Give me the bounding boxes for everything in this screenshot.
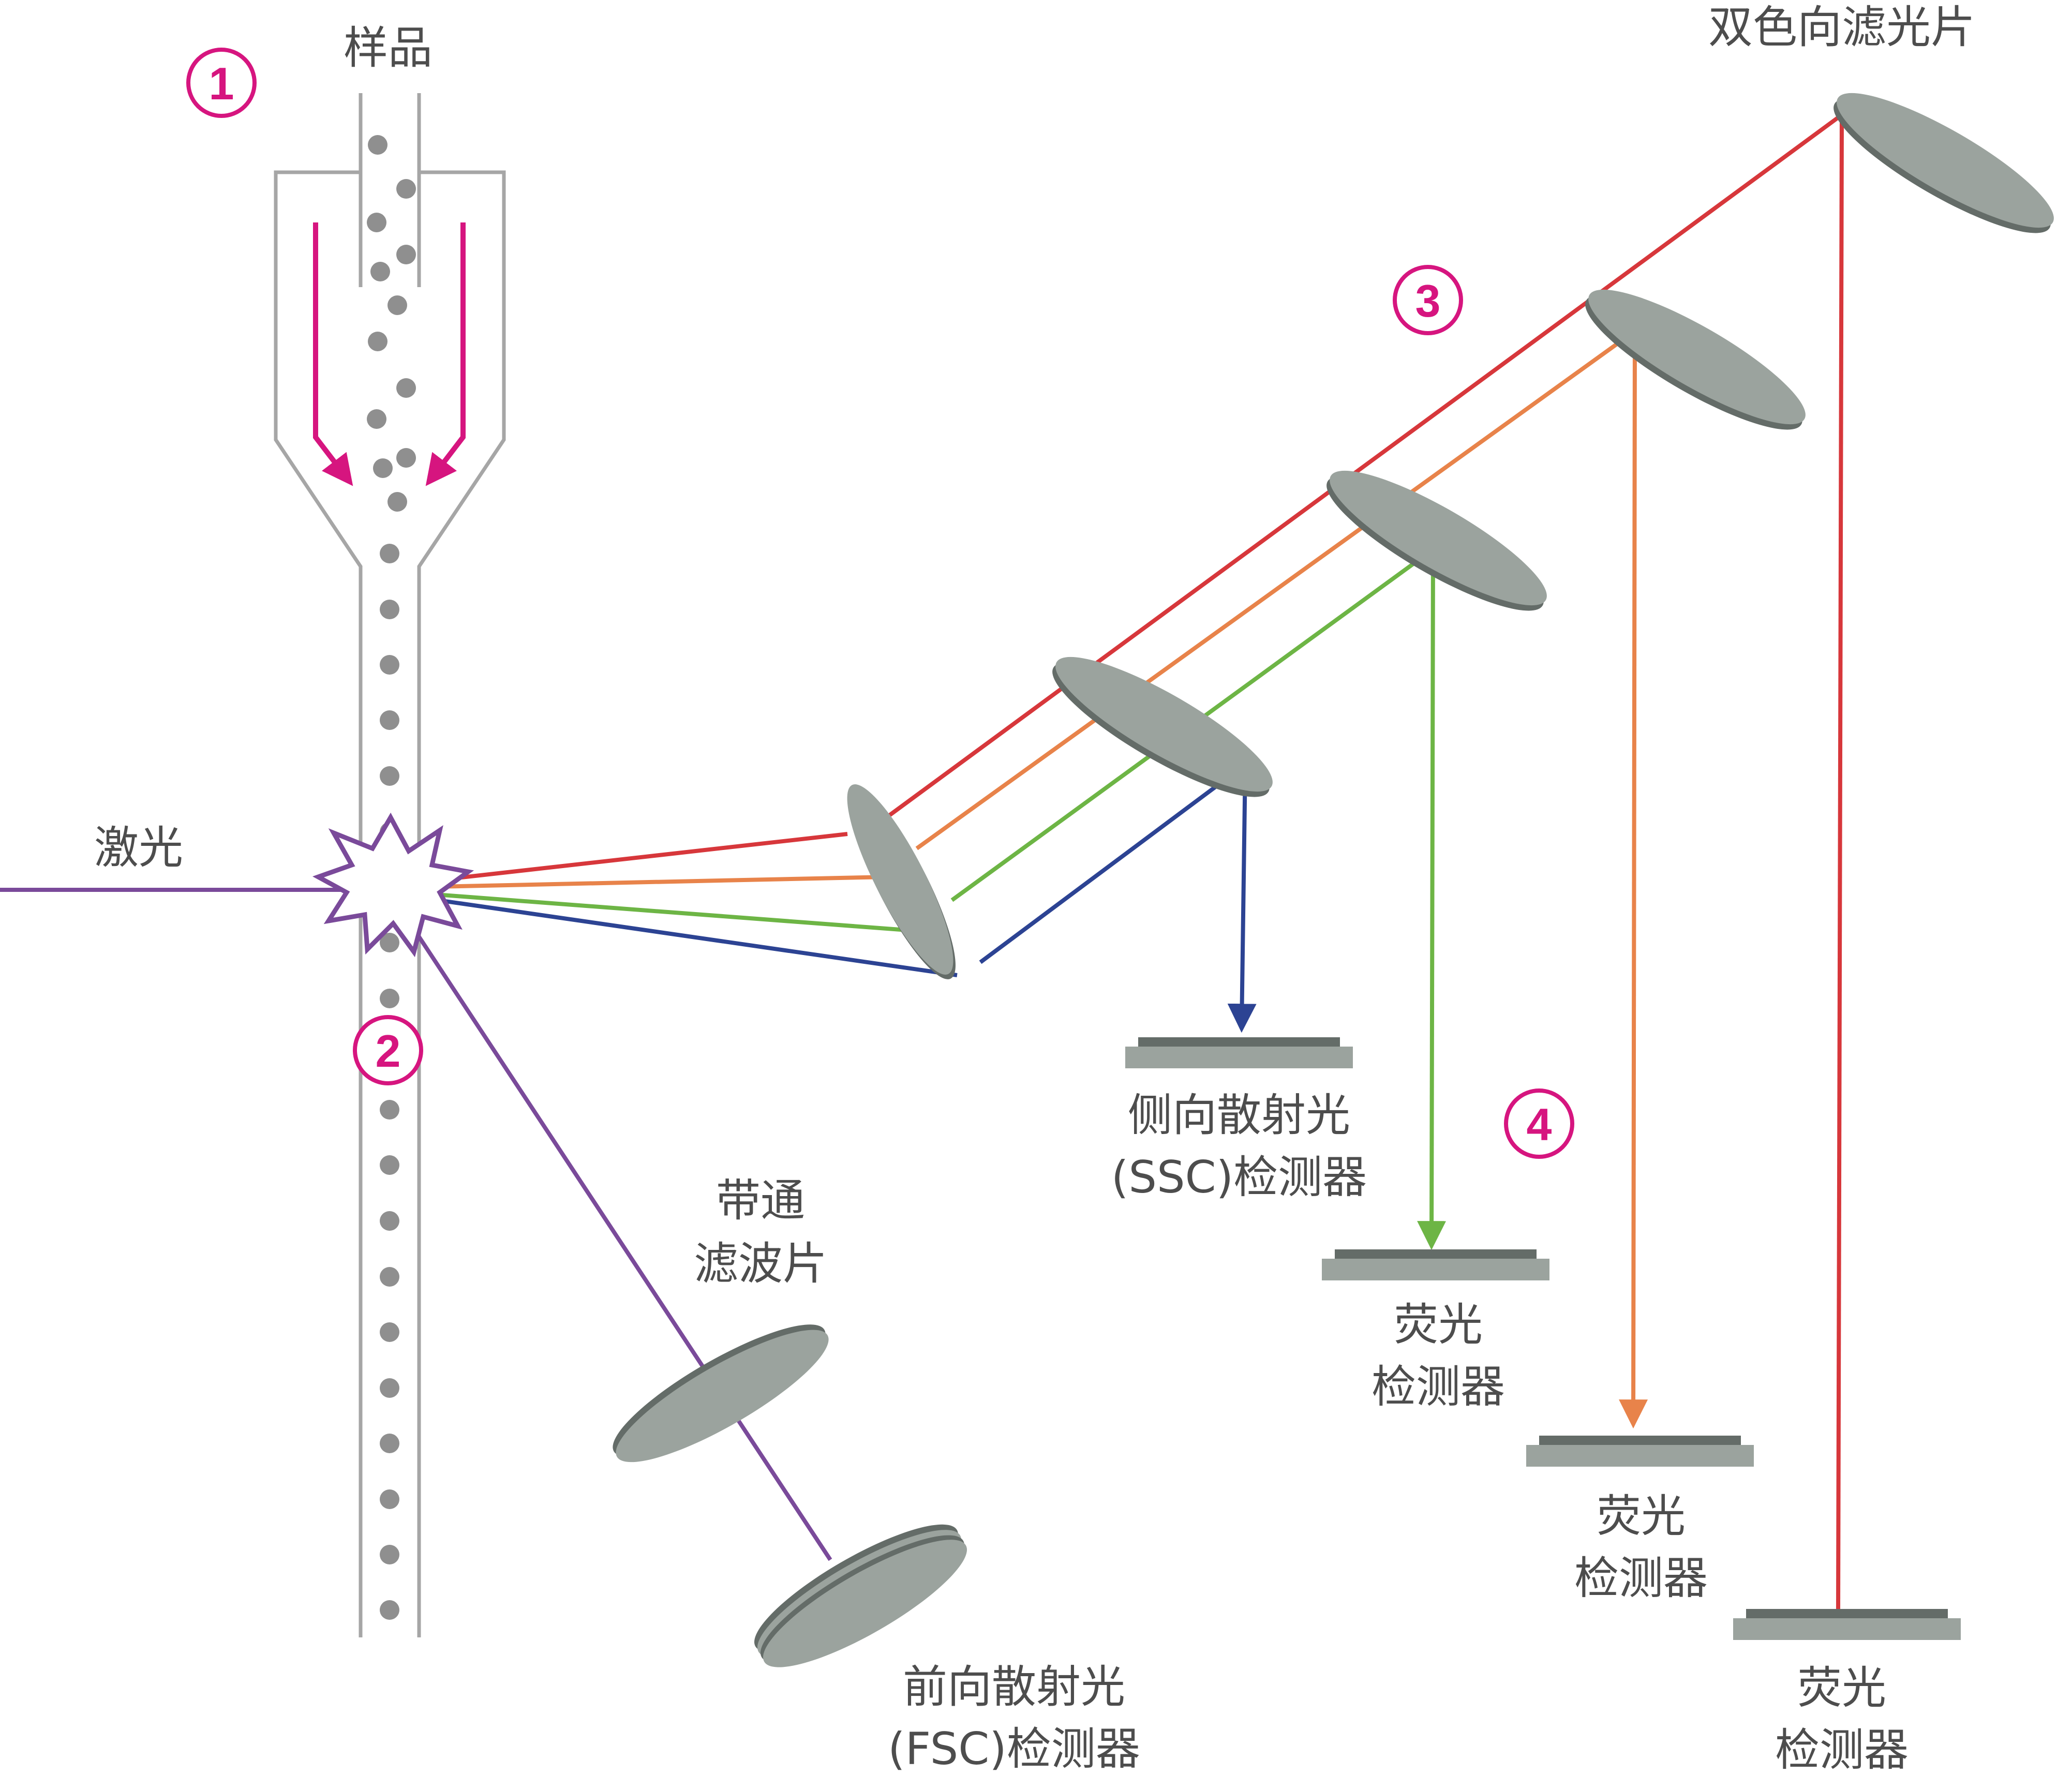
fluor-detector-3-label-line2: 检测器 (1775, 1724, 1909, 1775)
particle (380, 1155, 399, 1175)
particle (380, 1489, 399, 1509)
sheath-arrow-right (425, 222, 466, 486)
particle (380, 1267, 399, 1287)
particle (380, 1434, 399, 1453)
laser-label: 激光 (94, 822, 183, 874)
particle (368, 135, 387, 155)
beam-blue-2 (979, 763, 1247, 964)
fsc-label-line2: (FSC)检测器 (888, 1723, 1140, 1775)
particle (367, 409, 386, 429)
forward-scatter-beam (386, 888, 832, 1561)
ssc-label-line1: 侧向散射光 (1128, 1090, 1350, 1141)
beam-green-down (1417, 549, 1447, 1250)
step-2-marker: 2 (353, 1015, 423, 1085)
fluorescence-detector-3 (1733, 1609, 1961, 1640)
fluor-detector-1-label-line1: 荧光 (1394, 1299, 1483, 1351)
particle (380, 933, 399, 952)
beam-blue-down (1227, 764, 1257, 1033)
step-markers: 1 2 3 4 (186, 48, 1574, 1159)
particle (396, 378, 416, 398)
dichroic-label: 双色向滤光片 (1708, 2, 1975, 53)
beam-blue-1 (387, 891, 958, 977)
sheath-arrow-left (313, 222, 353, 486)
beam-orange-1 (387, 875, 888, 890)
particle (380, 600, 399, 619)
particle (370, 262, 390, 281)
labels: 样品 激光 带通 滤波片 前向散射光 (FSC)检测器 侧向散射光 (SSC)检… (94, 2, 1975, 1775)
beam-red-down (1836, 114, 1844, 1609)
dichroic-mirror-3 (1585, 289, 1806, 430)
particle (380, 1378, 399, 1398)
particle (396, 448, 416, 468)
fluorescence-detector-2 (1526, 1436, 1754, 1467)
dichroic-mirror-2 (1326, 470, 1547, 611)
particle (387, 295, 407, 315)
laser-beams (0, 832, 958, 1561)
beam-orange-2 (915, 329, 1636, 851)
bandpass-filter (613, 1324, 829, 1463)
beam-orange-down (1619, 331, 1648, 1429)
particle (380, 1211, 399, 1231)
svg-text:1: 1 (209, 58, 234, 109)
sample-label: 样品 (344, 22, 433, 74)
ssc-detector (1125, 1037, 1353, 1068)
fluorescence-detector-1 (1322, 1249, 1549, 1280)
particle (380, 766, 399, 786)
beam-green-1 (387, 889, 921, 933)
fluor-detector-1-label-line2: 检测器 (1372, 1361, 1505, 1413)
step-3-marker: 3 (1393, 265, 1463, 335)
particle (387, 492, 407, 512)
particle (396, 179, 416, 199)
bandpass-label-line2: 滤波片 (694, 1238, 827, 1290)
sheath-flow-arrows (313, 222, 466, 486)
beam-red-2 (878, 113, 1843, 825)
particle (396, 245, 416, 264)
ssc-label-line2: (SSC)检测器 (1111, 1152, 1367, 1203)
particle (380, 1322, 399, 1342)
fluor-detector-2-label-line1: 荧光 (1597, 1490, 1686, 1542)
fluor-detector-2-label-line2: 检测器 (1574, 1553, 1708, 1604)
fsc-detector (754, 1524, 967, 1667)
particle (380, 544, 399, 563)
dichroic-mirror-1 (1052, 657, 1273, 797)
particles (367, 135, 416, 1620)
bandpass-label-line1: 带通 (716, 1175, 805, 1227)
fluor-detector-3-label-line1: 荧光 (1797, 1662, 1886, 1714)
particle (380, 1100, 399, 1120)
particle (380, 989, 399, 1008)
particle (368, 332, 387, 351)
collection-lens (847, 784, 956, 979)
svg-text:3: 3 (1415, 275, 1441, 326)
svg-text:4: 4 (1527, 1099, 1552, 1150)
svg-text:2: 2 (376, 1025, 401, 1077)
particle (373, 458, 393, 478)
step-1-marker: 1 (186, 48, 257, 118)
particle (380, 1545, 399, 1564)
optical-paths (878, 113, 1844, 1609)
particle (380, 710, 399, 730)
dichroic-mirror-4 (1834, 93, 2054, 233)
particle (380, 655, 399, 675)
particle (380, 1600, 399, 1620)
step-4-marker: 4 (1504, 1088, 1574, 1159)
laser-spark (312, 812, 474, 958)
particle (367, 213, 386, 232)
fsc-label-line1: 前向散射光 (903, 1661, 1125, 1713)
